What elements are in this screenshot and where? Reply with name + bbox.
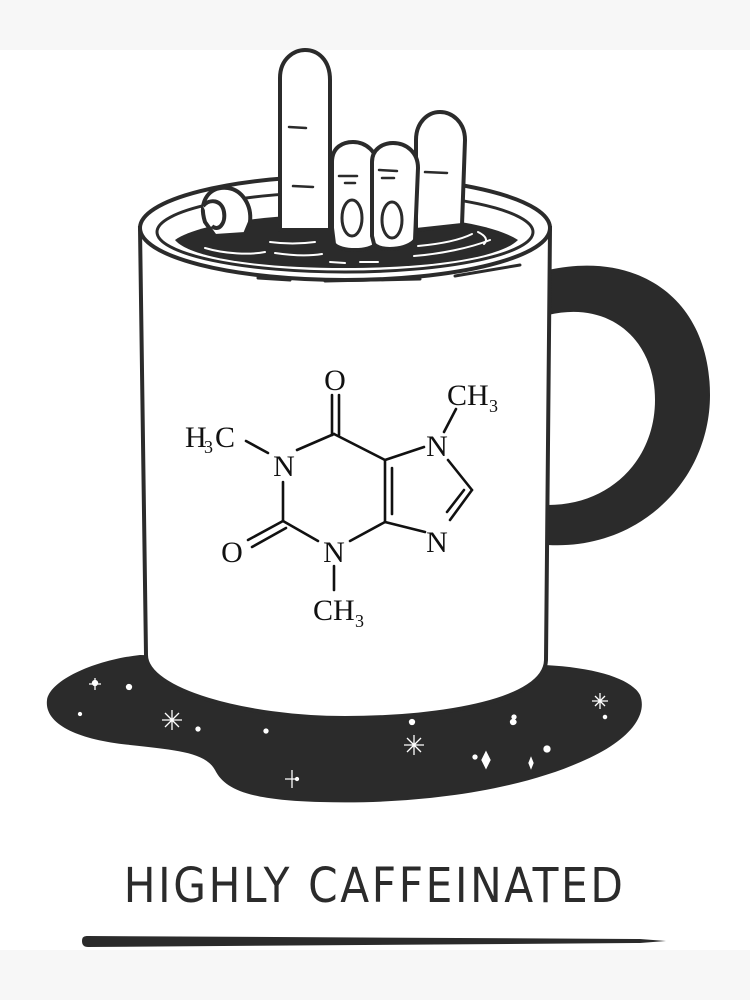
svg-text:C: C — [215, 421, 235, 454]
caption-text: HIGHLY CAFFEINATED — [123, 858, 626, 914]
coffee-ripples — [204, 231, 491, 264]
svg-text:3: 3 — [489, 396, 498, 416]
caption-underline — [82, 936, 666, 947]
svg-text:H: H — [185, 421, 207, 454]
svg-text:3: 3 — [355, 611, 364, 631]
caffeine-molecule-bonds — [244, 393, 474, 592]
svg-text:N: N — [426, 526, 448, 559]
mug-body — [137, 226, 553, 721]
stars — [77, 678, 608, 788]
svg-text:O: O — [324, 364, 346, 397]
svg-text:N: N — [273, 450, 295, 483]
hand — [201, 48, 467, 252]
svg-text:CH: CH — [313, 594, 355, 627]
mug-handle — [548, 265, 710, 546]
svg-text:N: N — [323, 536, 345, 569]
rim-accent — [256, 263, 522, 283]
knuckle-lines — [287, 125, 449, 189]
caffeine-molecule-labels: O CH 3 H 3 C N N N N O CH 3 — [185, 364, 498, 631]
svg-text:N: N — [426, 430, 448, 463]
svg-text:O: O — [221, 536, 243, 569]
svg-text:CH: CH — [447, 379, 489, 412]
svg-text:3: 3 — [204, 437, 213, 457]
